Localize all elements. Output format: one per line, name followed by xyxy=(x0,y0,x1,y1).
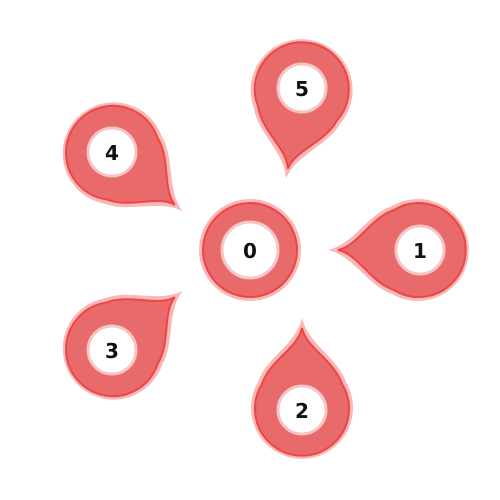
pin-5-inner xyxy=(276,62,328,114)
pin-5 xyxy=(235,31,361,188)
pin-4 xyxy=(41,81,216,251)
pin-4-inner xyxy=(86,126,138,178)
pin-2-label: 2 xyxy=(295,399,309,423)
pin-1 xyxy=(328,199,469,301)
pin-2 xyxy=(250,318,353,459)
pin-3-inner xyxy=(86,324,138,376)
pin-3-label: 3 xyxy=(105,339,119,363)
center-node: 0 xyxy=(199,199,301,301)
pin-4-label: 4 xyxy=(105,141,119,165)
pin-1-label: 1 xyxy=(413,239,427,263)
pin-3 xyxy=(41,251,216,421)
pin-1-inner xyxy=(394,224,446,276)
center-node-inner xyxy=(220,220,280,280)
pin-2-inner xyxy=(276,384,328,436)
pin-5-label: 5 xyxy=(295,77,309,101)
center-node-label: 0 xyxy=(243,239,257,263)
